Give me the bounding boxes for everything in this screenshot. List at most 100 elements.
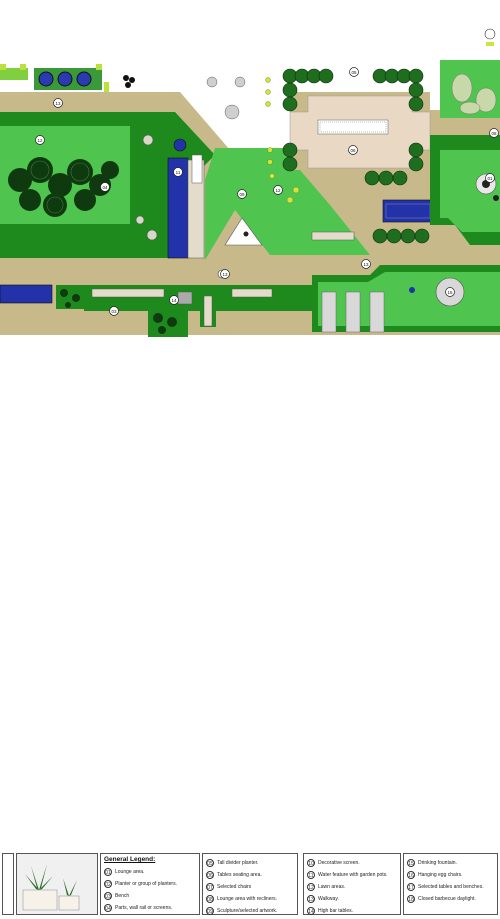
lawn-bottom-right xyxy=(312,265,500,333)
legend-number: 12 xyxy=(307,882,315,891)
legend-text: Tall divider planter. xyxy=(217,859,259,866)
garden-site-plan: 13 12 04 11 06 12 13 13 08 01 03 05 09 14 15 xyxy=(0,0,500,390)
legend-number: 06 xyxy=(206,870,214,879)
legend-number: 08 xyxy=(206,894,214,903)
legend-text: Sculpture/selected artwork. xyxy=(217,907,278,914)
water-pool-right xyxy=(382,199,434,223)
legend-number: 05 xyxy=(206,858,214,867)
plan-label-walkway-top: 13 xyxy=(53,98,63,108)
legend-number: 03 xyxy=(104,891,112,900)
legend-number: 02 xyxy=(104,879,112,888)
plan-label-number: 11 xyxy=(176,170,181,175)
plan-label-number: 15 xyxy=(447,290,453,295)
legend-number: 16 xyxy=(407,870,415,879)
plan-label-number: 14 xyxy=(171,298,177,303)
plan-label-number: 05 xyxy=(351,70,357,75)
legend-text: Bench xyxy=(115,892,130,899)
legend-text: Selected tables and benches. xyxy=(418,883,484,890)
legend-number: 07 xyxy=(206,882,214,891)
plan-label-number: 12 xyxy=(275,188,281,193)
plan-label-sculpture: 09 xyxy=(237,189,247,199)
legend-text: Closed barbecue daylight. xyxy=(418,895,476,902)
lawn-right-upper xyxy=(440,60,500,118)
legend-text: Decorative screen. xyxy=(318,859,360,866)
plan-label-number: 04 xyxy=(102,185,108,190)
legend-number: 18 xyxy=(407,894,415,903)
legend-text: Lounge area. xyxy=(115,868,145,875)
plan-label-water-left: 11 xyxy=(173,167,183,177)
plan-label-lawn-left: 12 xyxy=(35,135,45,145)
plan-label-fountain: 15 xyxy=(445,287,455,297)
legend-text: Tables seating area. xyxy=(217,871,262,878)
legend-text: Drinking fountain. xyxy=(418,859,457,866)
legend-text: Hanging egg chairs. xyxy=(418,871,463,878)
plan-label-bar-tables: 14 xyxy=(169,295,179,305)
plan-label-number: 03 xyxy=(111,309,117,314)
legend-number: 13 xyxy=(307,894,315,903)
plan-label-number: 06 xyxy=(350,148,356,153)
water-feature-left xyxy=(167,138,205,259)
plan-label-trees-left: 04 xyxy=(100,182,110,192)
legend-number: 04 xyxy=(104,903,112,912)
plan-label-bottom-bench: 03 xyxy=(109,306,119,316)
plan-label-number: 13 xyxy=(55,101,61,106)
lawn-bottom-center xyxy=(84,285,314,337)
legend-number: 01 xyxy=(104,867,112,876)
water-strip-bottom xyxy=(0,284,53,304)
legend-number: 10 xyxy=(307,858,315,867)
plan-label-number: 13 xyxy=(363,262,369,267)
plan-label-number: 12 xyxy=(37,138,43,143)
legend-number: 14 xyxy=(307,906,315,915)
plan-label-center-lawn: 12 xyxy=(273,185,283,195)
lawn-right-lower xyxy=(430,135,500,245)
plan-label-planter-top: 05 xyxy=(349,67,359,77)
legend-number: 11 xyxy=(307,870,315,879)
center-lawn xyxy=(205,148,370,260)
legend-number: 09 xyxy=(206,906,214,915)
plan-label-right-lounge-2: 01 xyxy=(485,173,495,183)
plan-label-walkway-right: 13 xyxy=(361,259,371,269)
legend-text: Lawn areas. xyxy=(318,883,346,890)
plan-label-number: 01 xyxy=(487,176,493,181)
plan-label-number: 09 xyxy=(239,192,245,197)
legend-thumb-1 xyxy=(2,853,14,915)
legend-text: Selected chairs xyxy=(217,883,252,890)
legend-number: 17 xyxy=(407,882,415,891)
legend-text: High bar tables. xyxy=(318,907,354,914)
plan-label-number: 13 xyxy=(222,272,228,277)
legend-title: General Legend: xyxy=(104,856,156,863)
planter-thumbnail xyxy=(16,853,98,915)
deck-center xyxy=(265,68,431,244)
legend-text: Lounge area with recliners. xyxy=(217,895,278,902)
plan-label-walkway-mid: 13 xyxy=(220,269,230,279)
legend-text: Walkway. xyxy=(318,895,339,902)
plan-label-number: 08 xyxy=(491,131,497,136)
legend-text: Planter or group of planters. xyxy=(115,880,177,887)
planter-strip-top xyxy=(0,64,109,92)
legend-number: 15 xyxy=(407,858,415,867)
legend-text: Water feature with garden pots. xyxy=(318,871,388,878)
plan-label-deck-center: 06 xyxy=(348,145,358,155)
plan-label-layer: 13 12 04 11 06 12 13 13 08 01 03 05 09 14 15 xyxy=(35,67,499,316)
plan-label-right-lounge: 08 xyxy=(489,128,499,138)
